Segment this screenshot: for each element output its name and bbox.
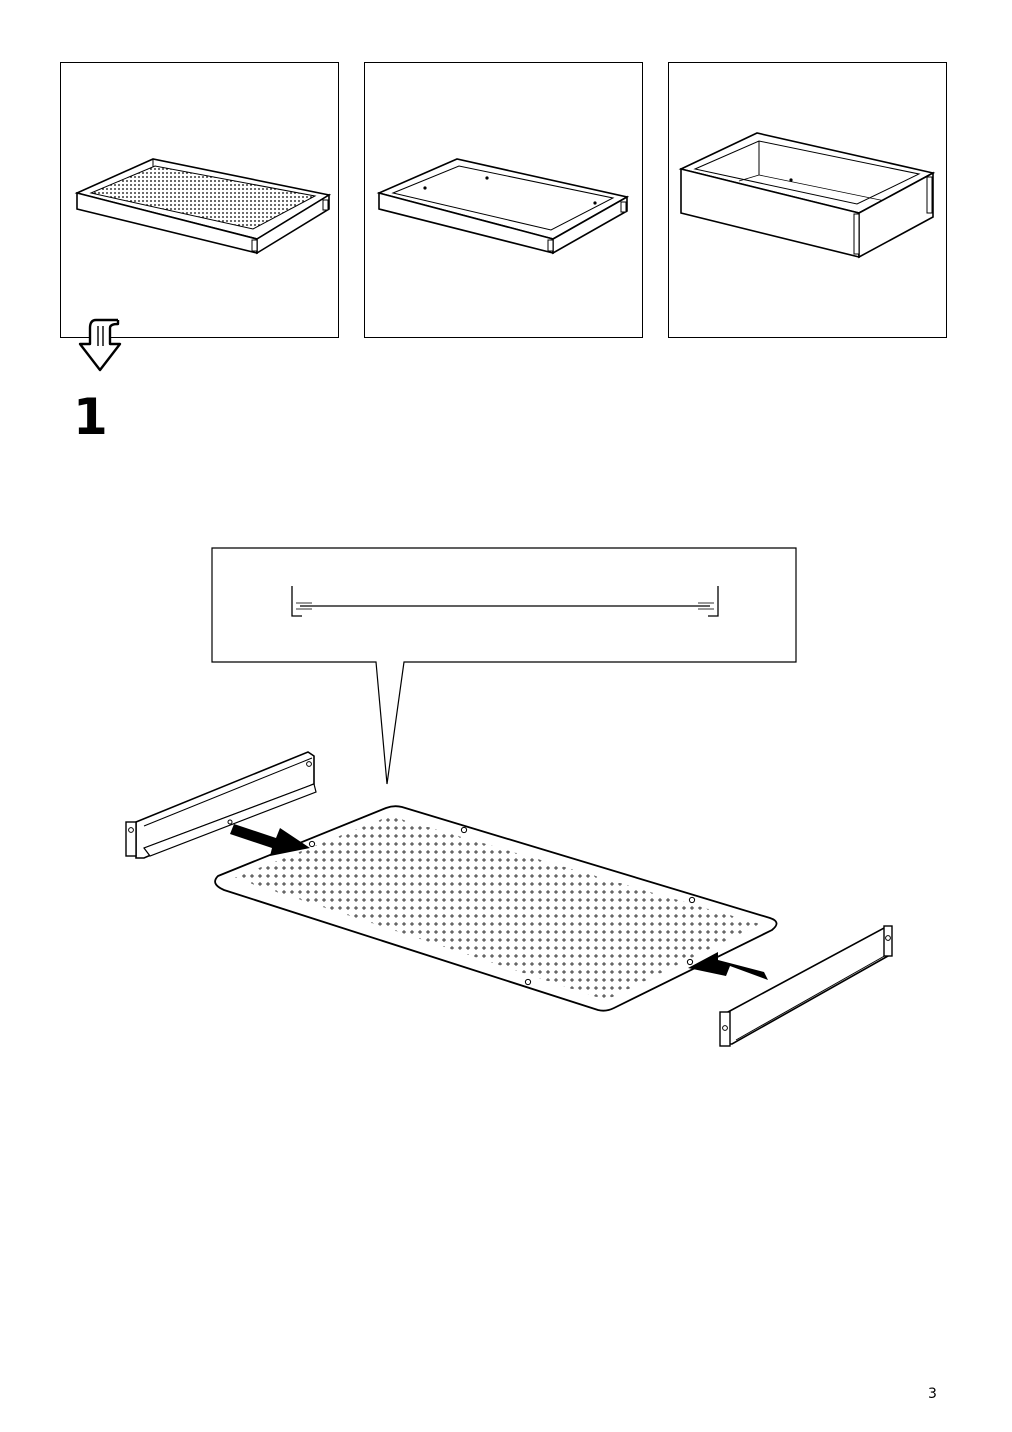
insert-arrow-left [230, 824, 310, 856]
overview-panel-tray [60, 62, 339, 338]
tray-illustration [74, 158, 332, 255]
down-arrow-icon [78, 318, 122, 372]
frame-illustration [376, 158, 630, 255]
box-illustration [678, 132, 936, 259]
side-rail-right [719, 925, 893, 1047]
insert-arrow-right [688, 952, 768, 980]
step-number: 1 [73, 388, 108, 446]
side-rail-left [125, 751, 317, 859]
perforated-panel [214, 805, 778, 1012]
step-illustration [125, 547, 893, 1047]
page-number: 3 [928, 1386, 937, 1402]
detail-callout [211, 547, 797, 785]
overview-panel-box [668, 62, 947, 338]
overview-panel-frame [364, 62, 643, 338]
